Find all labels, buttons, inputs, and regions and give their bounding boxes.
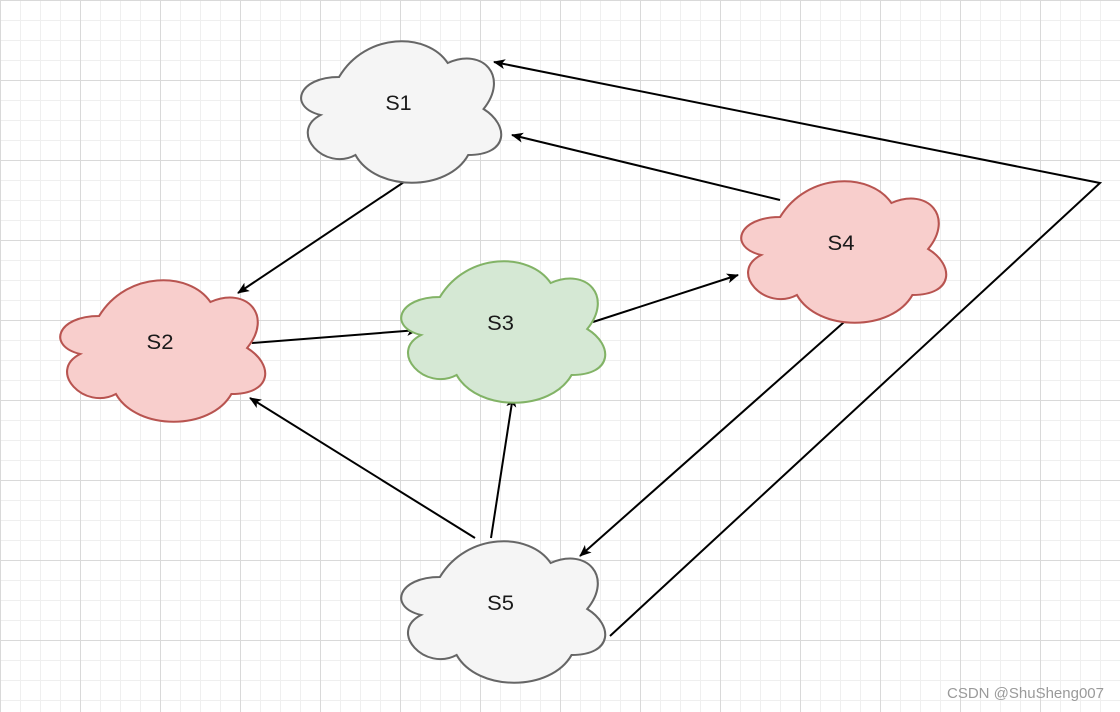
edge-s2-s3[interactable] <box>251 325 419 344</box>
node-s3[interactable]: S3 <box>400 260 607 404</box>
edge-s1-s2[interactable] <box>237 175 414 294</box>
node-label-s3: S3 <box>487 311 514 334</box>
node-s2[interactable]: S2 <box>59 279 267 423</box>
node-s5[interactable]: S5 <box>400 540 607 684</box>
cloud-shape-s1 <box>300 40 503 184</box>
cloud-shape-s2 <box>59 279 267 423</box>
cloud-shape-s5 <box>400 540 607 684</box>
cloud-shape-s3 <box>400 260 607 404</box>
edge-s3-s4[interactable] <box>592 273 739 323</box>
node-label-s2: S2 <box>147 330 174 353</box>
edge-s4-s1[interactable] <box>511 132 781 201</box>
node-s1[interactable]: S1 <box>300 40 503 184</box>
node-label-s5: S5 <box>487 591 514 614</box>
edge-s5-s3[interactable] <box>490 395 517 539</box>
edge-s5-s1[interactable] <box>493 59 1103 637</box>
node-label-s1: S1 <box>385 91 411 115</box>
edge-s4-s5[interactable] <box>579 314 853 557</box>
edges <box>237 59 1103 637</box>
node-s4[interactable]: S4 <box>740 180 948 324</box>
watermark: CSDN @ShuSheng007 <box>947 685 1104 702</box>
edge-s5-s2[interactable] <box>249 397 476 539</box>
node-label-s4: S4 <box>828 231 855 254</box>
cloud-shape-s4 <box>740 180 948 324</box>
